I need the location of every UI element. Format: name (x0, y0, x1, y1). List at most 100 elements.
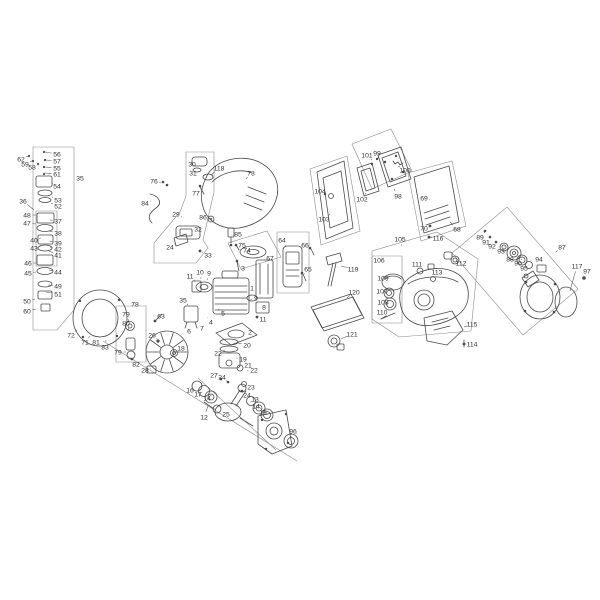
part-label-73: 73 (247, 170, 255, 177)
part-shape (284, 412, 288, 416)
part-shape (229, 243, 233, 247)
leader-line (205, 405, 209, 412)
spacer (146, 365, 157, 374)
part-label-109: 109 (377, 275, 389, 282)
part-label-115: 115 (467, 321, 478, 328)
part-shape (501, 244, 507, 250)
screw (488, 235, 492, 239)
leader-line (44, 166, 52, 168)
group-bracket (197, 377, 277, 451)
part-label-48: 48 (23, 212, 31, 219)
part-shape (207, 393, 215, 401)
part-label-10: 10 (196, 269, 204, 276)
part-shape (553, 282, 557, 286)
part-shape (509, 248, 519, 258)
bolt (198, 184, 202, 188)
screw (198, 249, 202, 253)
part-label-22: 22 (250, 367, 258, 374)
leader-line (32, 298, 36, 300)
rod-small-end (237, 383, 247, 393)
leader-line (48, 269, 53, 272)
part-label-101: 101 (361, 152, 373, 159)
leader-line (370, 158, 373, 161)
part-label-83: 83 (101, 344, 109, 351)
group-bracket (451, 206, 579, 336)
part-label-58: 58 (28, 164, 36, 171)
part-label-81: 81 (92, 339, 100, 346)
leader-line (51, 196, 54, 198)
part-label-18: 18 (177, 345, 185, 352)
carb-body (36, 212, 55, 224)
part-label-114: 114 (467, 341, 478, 348)
part-label-32: 32 (194, 226, 202, 233)
cylinder (212, 277, 250, 315)
part-label-36: 36 (19, 198, 27, 205)
part-shape (394, 154, 398, 158)
group-bracket (309, 155, 361, 246)
part-label-107: 107 (376, 288, 388, 295)
fan-housing-inner (81, 298, 119, 338)
leader-line (36, 163, 39, 165)
part-label-50: 50 (23, 298, 31, 305)
part-shape (210, 218, 212, 220)
part-shape (327, 262, 334, 287)
part-label-97: 97 (583, 268, 591, 275)
part-shape (360, 167, 376, 192)
leader-line (340, 336, 348, 340)
part-label-52: 52 (54, 203, 62, 210)
part-label-100: 100 (399, 167, 411, 174)
part-shape (526, 281, 554, 313)
leader-line (45, 291, 53, 294)
part-shape (219, 377, 223, 381)
screw (31, 159, 35, 163)
part-shape (330, 337, 338, 345)
tank-vent (430, 276, 436, 282)
part-label-42: 42 (54, 246, 62, 253)
part-label-41: 41 (54, 252, 62, 259)
part-label-112: 112 (456, 260, 467, 267)
leader-line (245, 177, 248, 180)
leader-line (264, 261, 266, 263)
part-label-24: 24 (218, 374, 226, 381)
group-bracket (371, 231, 479, 338)
flywheel-nut (170, 349, 178, 357)
cover-contour (211, 170, 253, 183)
part-shape (390, 177, 394, 181)
group-bracket (115, 305, 147, 363)
leader-line (27, 204, 35, 211)
part-shape (239, 417, 254, 427)
part-shape (247, 186, 267, 195)
part-label-117: 117 (572, 263, 583, 270)
filter-element (356, 162, 380, 197)
part-shape (336, 343, 345, 351)
leader-line (193, 279, 196, 282)
part-label-27: 27 (210, 372, 218, 379)
part-shape (199, 186, 205, 195)
cap-o-ring (383, 297, 397, 311)
leader-line (555, 250, 558, 253)
part-label-16: 16 (186, 387, 194, 394)
pawl-spring (125, 337, 136, 351)
leader-line (50, 202, 54, 205)
piston-ring (219, 345, 239, 353)
part-label-76: 76 (150, 178, 158, 185)
primer-base (192, 167, 202, 173)
part-shape (322, 170, 349, 229)
part-label-38: 38 (54, 230, 62, 237)
leader-line (180, 216, 183, 218)
key (156, 339, 160, 343)
part-label-31: 31 (189, 170, 197, 177)
part-shape (199, 284, 209, 290)
leader-line (44, 151, 52, 154)
part-label-35: 35 (76, 175, 84, 182)
part-label-29: 29 (172, 211, 180, 218)
washer (499, 242, 509, 252)
part-label-69: 69 (420, 195, 428, 202)
part-label-49: 49 (54, 283, 62, 290)
part-label-104: 104 (314, 188, 326, 195)
flywheel-fins (160, 359, 165, 372)
part-shape (179, 228, 193, 237)
part-label-12: 12 (200, 414, 208, 421)
leader-line (393, 188, 396, 192)
